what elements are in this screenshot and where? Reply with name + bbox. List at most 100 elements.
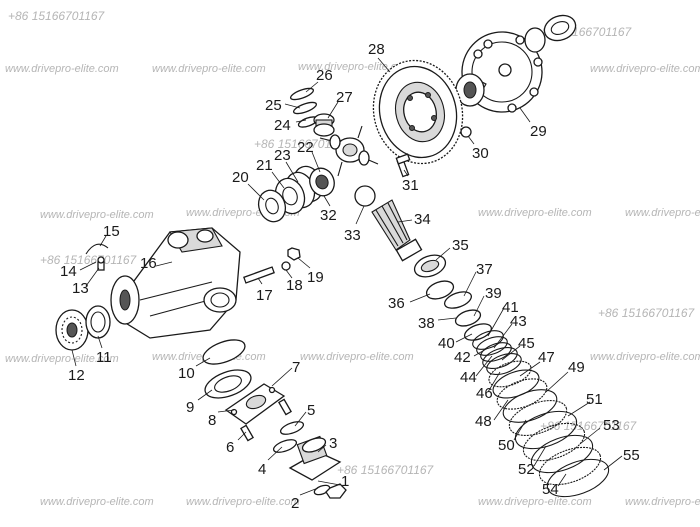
part-label: 43 xyxy=(510,313,527,330)
watermark-url: www.drivepro-elite.com xyxy=(40,496,154,508)
part-label: 40 xyxy=(438,335,455,352)
watermark-url: www.drivepro-elite.com xyxy=(590,351,700,363)
part-label: 3 xyxy=(329,435,337,452)
part-label: 15 xyxy=(103,223,120,240)
part-label: 52 xyxy=(518,461,535,478)
part-label: 55 xyxy=(623,447,640,464)
part-label: 10 xyxy=(178,365,195,382)
bearing-cap-flange xyxy=(224,383,286,425)
part-label: 18 xyxy=(286,277,303,294)
part-label: 12 xyxy=(68,367,85,384)
part-label: 50 xyxy=(498,437,515,454)
part-label: 28 xyxy=(368,41,385,58)
side-washers xyxy=(289,87,319,128)
part-label: 22 xyxy=(297,139,314,156)
part-label: 8 xyxy=(208,412,216,429)
part-label: 19 xyxy=(307,269,324,286)
washer-18 xyxy=(281,261,291,271)
watermark-url: www.drivepro-elite.com xyxy=(625,496,700,508)
oil-seal xyxy=(85,305,111,339)
watermark-url: www.drivepro-elite.com xyxy=(40,209,154,221)
planetary-gear-set xyxy=(319,125,379,177)
part-label: 17 xyxy=(256,287,273,304)
part-label: 25 xyxy=(265,97,282,114)
stud-bolt xyxy=(243,266,275,284)
part-label: 31 xyxy=(402,177,419,194)
watermark-url: www.drivepro-elite.com xyxy=(625,207,700,219)
part-label: 33 xyxy=(344,227,361,244)
part-label: 21 xyxy=(256,157,273,174)
part-label: 46 xyxy=(476,385,493,402)
part-label: 30 xyxy=(472,145,489,162)
part-label: 32 xyxy=(320,207,337,224)
part-label: 4 xyxy=(258,461,266,478)
part-label: 45 xyxy=(518,335,535,352)
drive-pinion xyxy=(354,185,423,262)
bolt-7 xyxy=(278,398,292,416)
hub-bearing xyxy=(55,309,89,351)
watermark-phone: +86 15166701167 xyxy=(40,253,138,267)
watermark-layer: +86 15166701167 www.drivepro-elite.com w… xyxy=(5,9,700,508)
watermark-url: www.drivepro-elite.com xyxy=(5,353,119,365)
part-label: 38 xyxy=(418,315,435,332)
part-label: 36 xyxy=(388,295,405,312)
part-labels: 1 2 3 4 5 6 7 8 9 10 11 12 13 14 15 16 1… xyxy=(60,41,640,512)
watermark-phone: +86 15166701167 xyxy=(598,306,696,320)
part-label: 7 xyxy=(292,359,300,376)
part-label: 49 xyxy=(568,359,585,376)
part-label: 23 xyxy=(274,147,291,164)
part-label: 34 xyxy=(414,211,431,228)
part-label: 47 xyxy=(538,349,555,366)
part-label: 16 xyxy=(140,255,157,272)
part-label: 44 xyxy=(460,369,477,386)
watermark-phone: +86 15166701167 xyxy=(540,419,638,433)
part-label: 9 xyxy=(186,399,194,416)
part-label: 41 xyxy=(502,299,519,316)
watermark-url: www.drivepro-elite.com xyxy=(5,63,119,75)
leader-lines xyxy=(71,57,623,496)
watermark-url: www.drivepro-elite.com xyxy=(590,63,700,75)
part-label: 20 xyxy=(232,169,249,186)
part-label: 35 xyxy=(452,237,469,254)
part-label: 5 xyxy=(307,402,315,419)
bearing-cup-9 xyxy=(204,369,252,399)
part-label: 54 xyxy=(542,481,559,498)
pinion-bearing xyxy=(413,254,455,300)
watermark-url: www.drivepro-elite.com xyxy=(478,496,592,508)
axle-housing xyxy=(110,227,241,339)
differential-bearing-right xyxy=(524,14,577,53)
o-ring-5 xyxy=(279,421,305,435)
part-label: 6 xyxy=(226,439,234,456)
bearing-32 xyxy=(309,167,335,197)
part-label: 48 xyxy=(475,413,492,430)
part-label: 14 xyxy=(60,263,77,280)
part-label: 53 xyxy=(603,417,620,434)
part-label: 37 xyxy=(476,261,493,278)
watermark-phone: +86 15166701167 xyxy=(337,463,435,477)
part-label: 29 xyxy=(530,123,547,140)
part-label: 11 xyxy=(96,349,112,366)
watermark-phone: +86 15166701167 xyxy=(8,9,106,23)
part-label: 1 xyxy=(341,473,349,490)
gasket-10 xyxy=(202,339,246,365)
watermark-url: www.drivepro-elite.com xyxy=(478,207,592,219)
side-gear xyxy=(313,113,335,137)
part-label: 26 xyxy=(316,67,333,84)
flange-nut xyxy=(325,483,347,499)
part-label: 39 xyxy=(485,285,502,302)
ring-gear-bolt xyxy=(395,153,411,178)
companion-flange xyxy=(288,435,342,481)
part-label: 42 xyxy=(454,349,471,366)
differential-case xyxy=(455,31,543,113)
breather-assembly xyxy=(85,243,109,271)
watermark-url: www.drivepro-elite.com xyxy=(186,496,300,508)
watermark-url: www.drivepro-elite.com xyxy=(300,351,414,363)
part-label: 27 xyxy=(336,89,353,106)
ring-gear xyxy=(372,59,464,165)
part-label: 24 xyxy=(274,117,291,134)
watermark-phone: +86 15166701167 xyxy=(254,137,352,151)
nut xyxy=(460,126,472,138)
part-label: 13 xyxy=(72,280,89,297)
ring-stack xyxy=(443,291,610,498)
